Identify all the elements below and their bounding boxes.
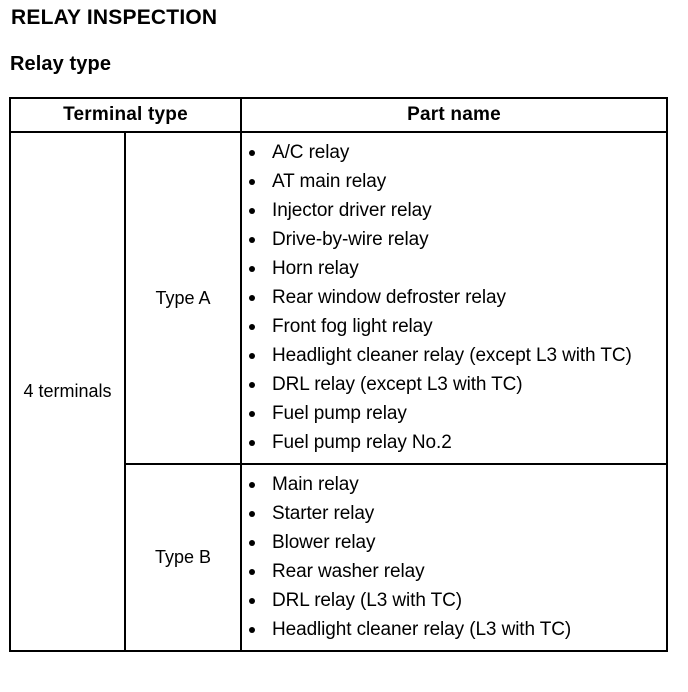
column-header-part-name: Part name (240, 97, 669, 133)
list-item: Fuel pump relay (242, 399, 666, 428)
list-item: Headlight cleaner relay (L3 with TC) (242, 615, 666, 644)
part-name-cell-a: A/C relay AT main relay Injector driver … (240, 131, 669, 465)
relay-type-cell-b: Type B (123, 463, 243, 652)
relay-type-cell-a: Type A (123, 131, 243, 465)
section-title: Relay type (10, 53, 112, 75)
page-title: RELAY INSPECTION (11, 6, 218, 29)
part-name-cell-b: Main relay Starter relay Blower relay Re… (240, 463, 669, 652)
part-list-type-b: Main relay Starter relay Blower relay Re… (242, 470, 666, 644)
terminal-count-cell: 4 terminals (9, 131, 126, 652)
relay-type-label-a: Type A (155, 287, 211, 308)
list-item: Main relay (242, 470, 666, 499)
list-item: Rear washer relay (242, 557, 666, 586)
list-item: DRL relay (L3 with TC) (242, 586, 666, 615)
table-row: Type B Main relay Starter relay Blower r… (10, 463, 669, 652)
terminal-count-label: 4 terminals (23, 381, 112, 401)
column-header-terminal-type: Terminal type (8, 97, 243, 133)
table-header-row: Terminal type Part name (8, 97, 669, 133)
list-item: Headlight cleaner relay (except L3 with … (242, 341, 666, 370)
relay-type-table: Terminal type Part name 4 terminals Type… (8, 97, 669, 652)
list-item: Horn relay (242, 254, 666, 283)
list-item: Rear window defroster relay (242, 283, 666, 312)
list-item: Blower relay (242, 528, 666, 557)
list-item: AT main relay (242, 167, 666, 196)
relay-type-label-b: Type B (154, 547, 212, 567)
part-list-type-a: A/C relay AT main relay Injector driver … (242, 138, 666, 457)
list-item: Drive-by-wire relay (242, 225, 666, 254)
list-item: A/C relay (242, 138, 666, 167)
list-item: DRL relay (except L3 with TC) (242, 370, 666, 399)
list-item: Fuel pump relay No.2 (242, 428, 666, 457)
list-item: Injector driver relay (242, 196, 666, 225)
list-item: Front fog light relay (242, 312, 666, 341)
table-row: 4 terminals Type A A/C relay AT main rel… (9, 131, 669, 652)
list-item: Starter relay (242, 499, 666, 528)
